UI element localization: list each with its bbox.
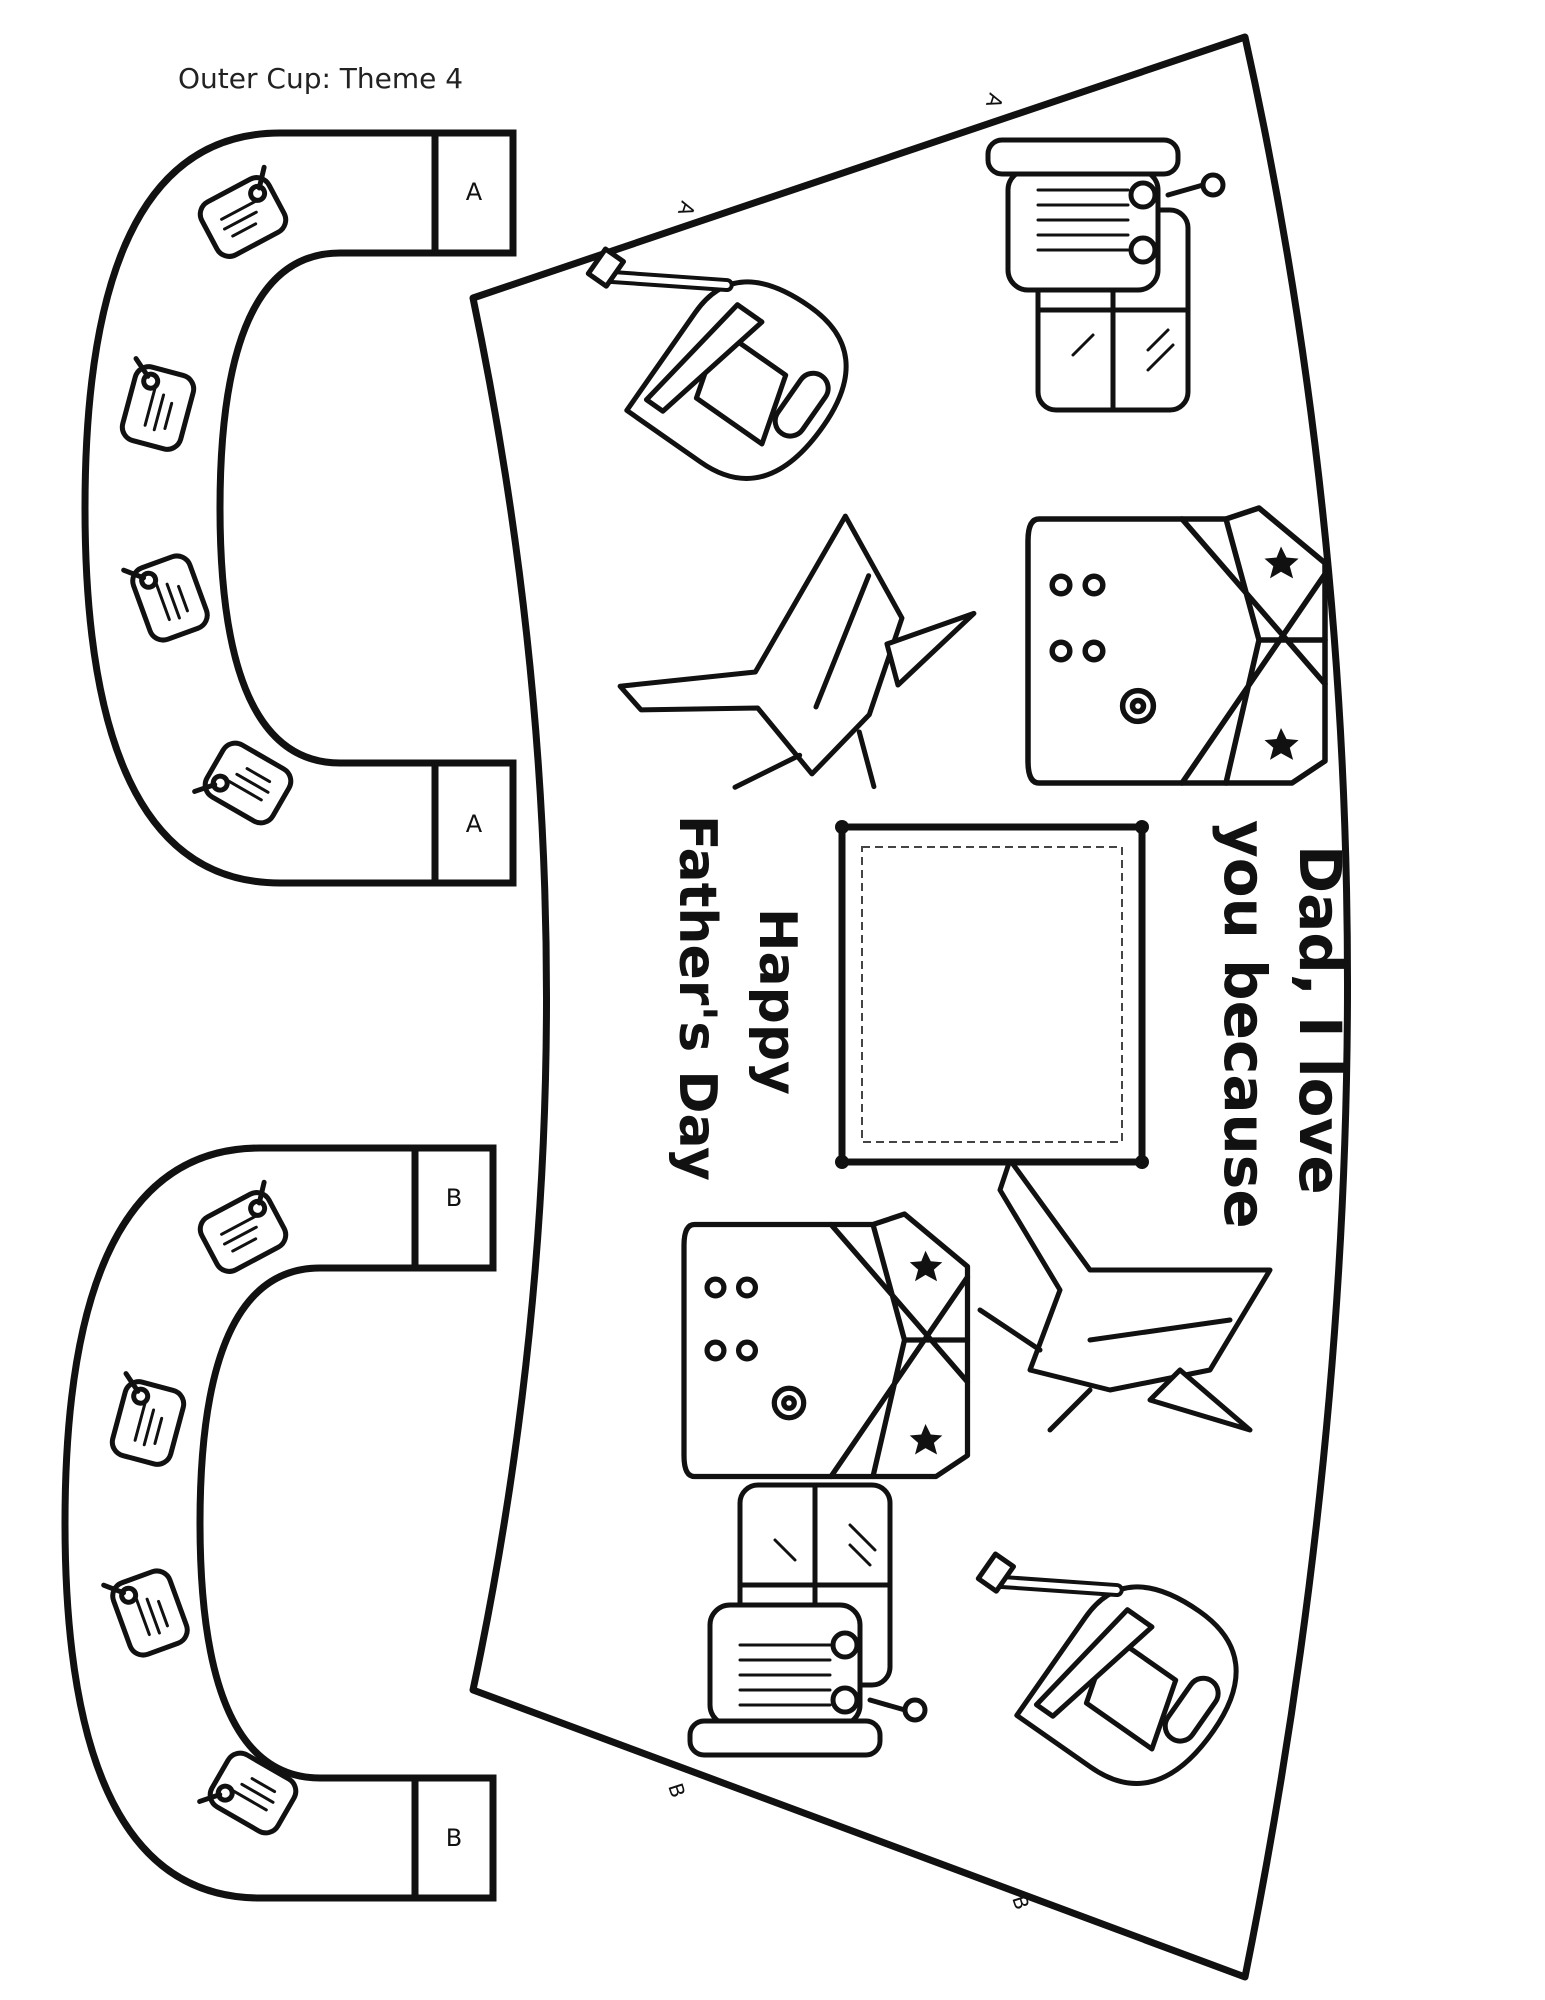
edge-label-b-bottom-right: B xyxy=(1007,1892,1034,1912)
tab-label-a-bottom: A xyxy=(466,810,483,838)
handle-b: B B xyxy=(65,1148,493,1898)
greeting-line-1: Happy xyxy=(747,908,807,1095)
message-line-2: you because xyxy=(1211,820,1279,1229)
edge-label-b-bottom-left: B xyxy=(663,1780,690,1800)
edge-label-a-top-left: A xyxy=(673,198,700,219)
photo-frame-icon xyxy=(835,820,1149,1169)
military-jacket-icon xyxy=(1028,508,1325,783)
page-title: Outer Cup: Theme 4 xyxy=(178,62,464,95)
tab-label-b-top: B xyxy=(446,1184,462,1212)
tab-label-a-top: A xyxy=(466,178,483,206)
military-jacket-icon xyxy=(684,1214,968,1477)
message-line-1: Dad, I love xyxy=(1286,845,1354,1195)
handle-a: A A xyxy=(85,133,513,883)
greeting-line-2: Father's Day xyxy=(667,815,727,1181)
edge-label-a-top-right: A xyxy=(981,90,1008,111)
tab-label-b-bottom: B xyxy=(446,1824,462,1852)
